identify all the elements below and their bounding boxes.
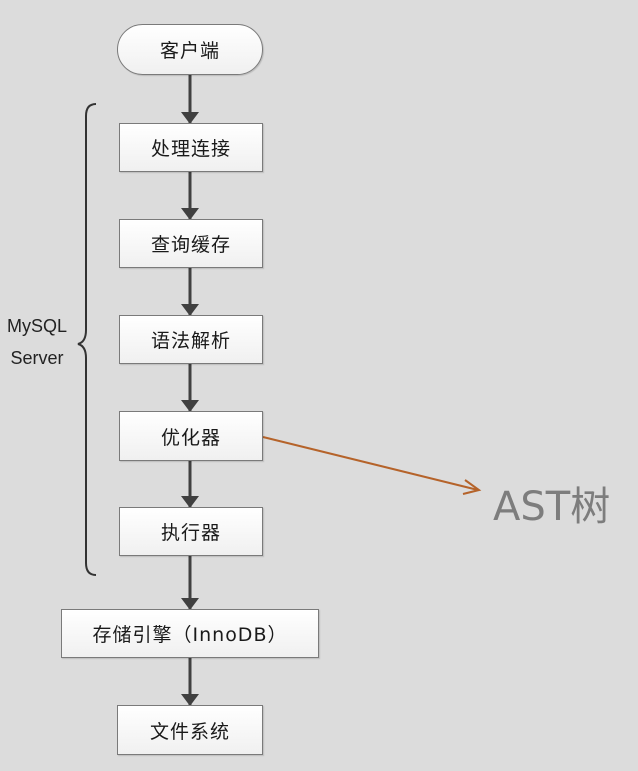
arrowhead-icon xyxy=(181,496,199,508)
node-parser: 语法解析 xyxy=(119,315,263,364)
edge-optimizer-ast xyxy=(262,436,479,491)
node-connection-label: 处理连接 xyxy=(150,138,231,160)
arrowhead-icon xyxy=(181,400,199,412)
node-client-label: 客户端 xyxy=(159,40,220,62)
node-optimizer-label: 优化器 xyxy=(160,426,221,449)
arrowhead-icon xyxy=(181,694,199,706)
node-parser-label: 语法解析 xyxy=(150,330,231,352)
group-brace xyxy=(77,103,97,576)
annotation-arrowhead-icon xyxy=(462,479,482,495)
arrowhead-icon xyxy=(181,112,199,124)
node-query-cache-label: 查询缓存 xyxy=(150,234,231,256)
arrowhead-icon xyxy=(181,208,199,220)
node-file-system: 文件系统 xyxy=(117,705,263,755)
node-connection: 处理连接 xyxy=(119,123,263,172)
node-executor-label: 执行器 xyxy=(160,522,221,544)
node-storage-engine: 存储引擎（InnoDB） xyxy=(61,609,319,658)
node-query-cache: 查询缓存 xyxy=(119,219,263,268)
node-optimizer: 优化器 xyxy=(119,411,263,461)
annotation-ast: AST树 xyxy=(493,484,611,530)
arrowhead-icon xyxy=(181,304,199,316)
node-storage-engine-label: 存储引擎（InnoDB） xyxy=(92,624,288,646)
group-label-line2: Server xyxy=(10,348,64,368)
group-label: MySQL Server xyxy=(2,312,72,372)
node-client: 客户端 xyxy=(117,24,263,75)
node-executor: 执行器 xyxy=(119,507,263,556)
group-label-line1: MySQL xyxy=(6,316,67,336)
arrowhead-icon xyxy=(181,598,199,610)
node-file-system-label: 文件系统 xyxy=(149,720,230,743)
